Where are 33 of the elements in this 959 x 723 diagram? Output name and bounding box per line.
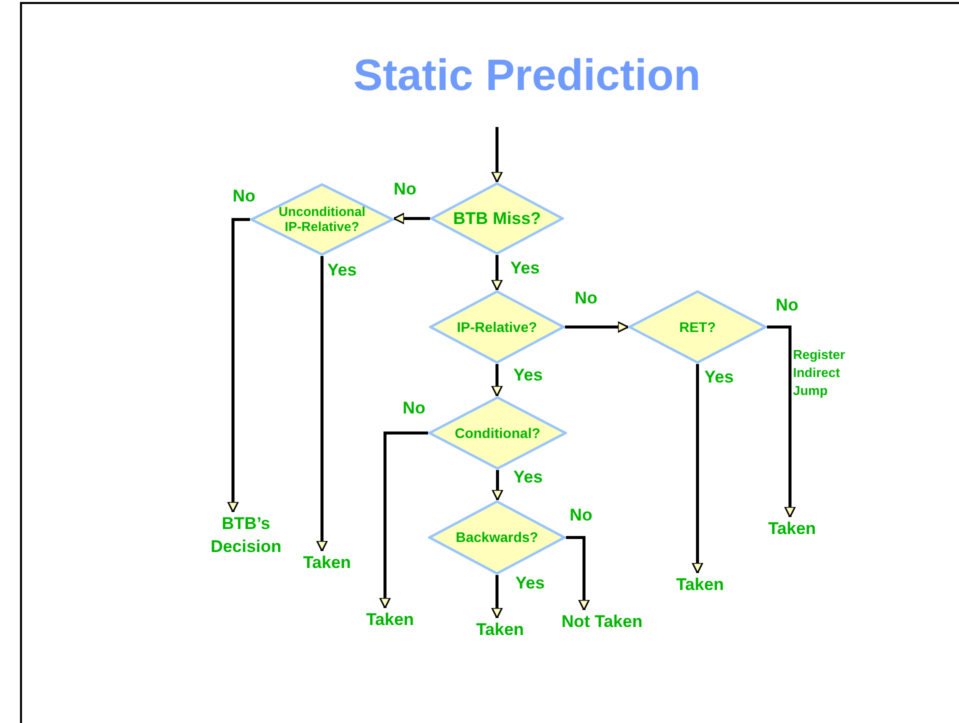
outcome-label: Not Taken xyxy=(562,611,642,633)
arrow xyxy=(227,218,250,513)
arrow xyxy=(393,212,430,224)
outcome-label: Taken xyxy=(676,574,724,596)
decision-label: IP-Relative? xyxy=(456,318,538,336)
title: Static Prediction xyxy=(352,50,702,102)
decision-diamond xyxy=(428,500,566,575)
arrow xyxy=(491,575,503,619)
decision-label: Unconditional IP-Relative? xyxy=(278,204,366,234)
outcome-label: Taken xyxy=(476,619,524,641)
decision-diamond xyxy=(628,290,767,364)
decision-label: Backwards? xyxy=(456,529,538,546)
decision-diamond xyxy=(429,290,565,364)
arrow xyxy=(767,326,796,518)
decision-label: BTB Miss? xyxy=(453,208,541,228)
decision-diamond xyxy=(430,182,564,255)
arrow xyxy=(316,256,328,552)
arrow xyxy=(692,364,704,574)
arrow xyxy=(566,536,590,611)
decision-diamond xyxy=(428,396,567,470)
arrow xyxy=(492,470,504,501)
arrow xyxy=(565,321,629,333)
arrow xyxy=(491,255,503,291)
outcome-label: Taken xyxy=(768,518,816,540)
decision-label: Conditional? xyxy=(454,424,540,442)
note-text: Register Indirect Jump xyxy=(793,346,846,400)
outcome-label: Taken xyxy=(366,609,414,631)
arrow xyxy=(491,364,503,397)
decision-label: RET? xyxy=(679,318,716,336)
arrow xyxy=(379,432,428,609)
outcome-label: Taken xyxy=(303,552,351,574)
arrow xyxy=(491,127,503,183)
outcome-label: BTB’s Decision xyxy=(210,513,282,558)
